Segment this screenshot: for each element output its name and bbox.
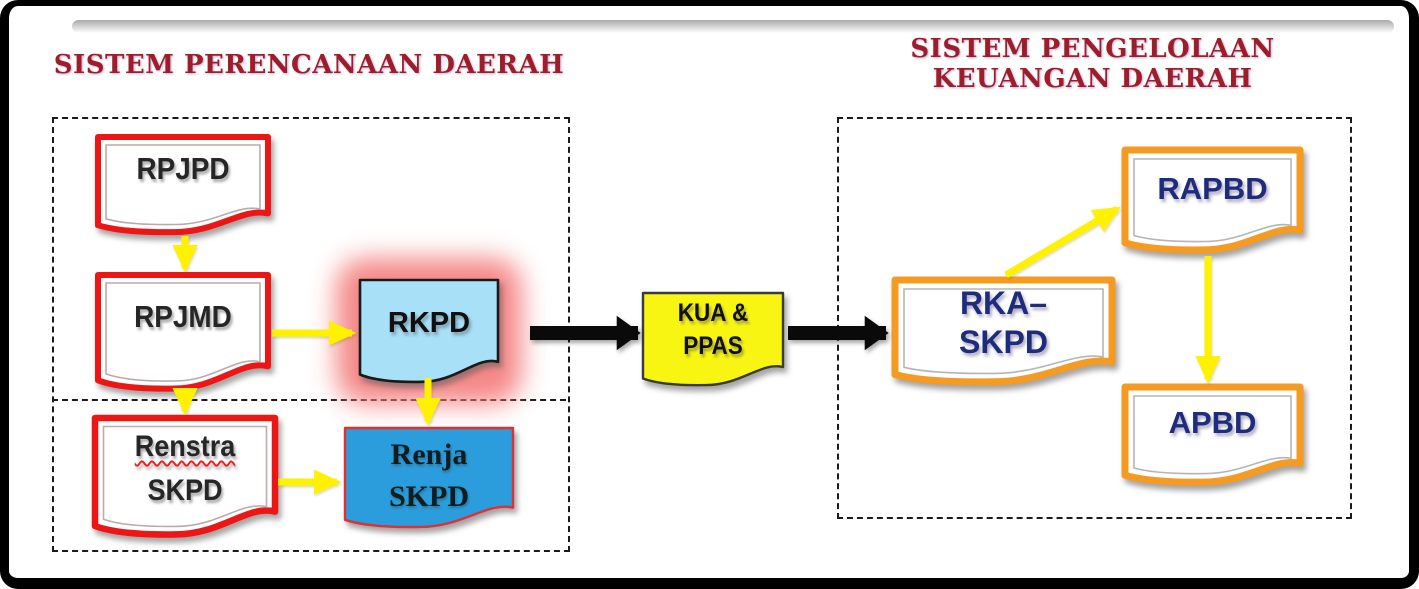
kua-ppas-label: KUA & PPAS xyxy=(650,297,776,363)
renstra-skpd-label-line1: Renstra xyxy=(134,430,236,463)
rpjmd-label: RPJMD xyxy=(134,299,232,334)
rka-skpd-label-line1: RKA– xyxy=(959,285,1048,321)
rka-skpd-label-line2: SKPD xyxy=(959,324,1048,360)
planning-divider-line xyxy=(52,399,566,401)
finance-section-title: SISTEM PENGELOLAAN KEUANGAN DAERAH xyxy=(837,34,1348,94)
renstra-skpd-label-line2: SKPD xyxy=(147,474,223,507)
top-sheen-gradient xyxy=(72,20,1394,33)
renja-skpd-document-shape xyxy=(343,426,515,529)
rpjmd-document-shape xyxy=(95,272,271,392)
renja-skpd-label-line2: SKPD xyxy=(388,480,469,513)
apbd-document-shape xyxy=(1121,383,1304,486)
kua-ppas-label-line2: PPAS xyxy=(683,332,743,360)
renstra-skpd-label: Renstra SKPD xyxy=(104,425,266,513)
rpjpd-label: RPJPD xyxy=(136,151,230,186)
renstra-skpd-document-shape xyxy=(91,414,279,538)
rka-skpd-document-shape xyxy=(891,276,1116,386)
finance-title-line1: SISTEM PENGELOLAAN xyxy=(910,34,1275,64)
finance-title-line2: KEUANGAN DAERAH xyxy=(932,64,1253,94)
renja-skpd-label-line1: Renja xyxy=(390,438,468,471)
planning-section-title: SISTEM PERENCANAAN DAERAH xyxy=(53,50,565,80)
rapbd-document-shape xyxy=(1121,146,1304,254)
apbd-label: APBD xyxy=(1168,405,1257,440)
rka-skpd-label: RKA– SKPD xyxy=(895,284,1112,362)
rpjpd-document-shape xyxy=(95,134,271,236)
kua-ppas-document-shape xyxy=(641,291,785,387)
rapbd-label: RAPBD xyxy=(1157,171,1268,206)
rkpd-label: RKPD xyxy=(387,307,471,339)
renja-skpd-label: Renja SKPD xyxy=(345,434,513,518)
finance-dashed-box xyxy=(837,117,1352,519)
kua-ppas-label-line1: KUA & xyxy=(677,299,749,327)
